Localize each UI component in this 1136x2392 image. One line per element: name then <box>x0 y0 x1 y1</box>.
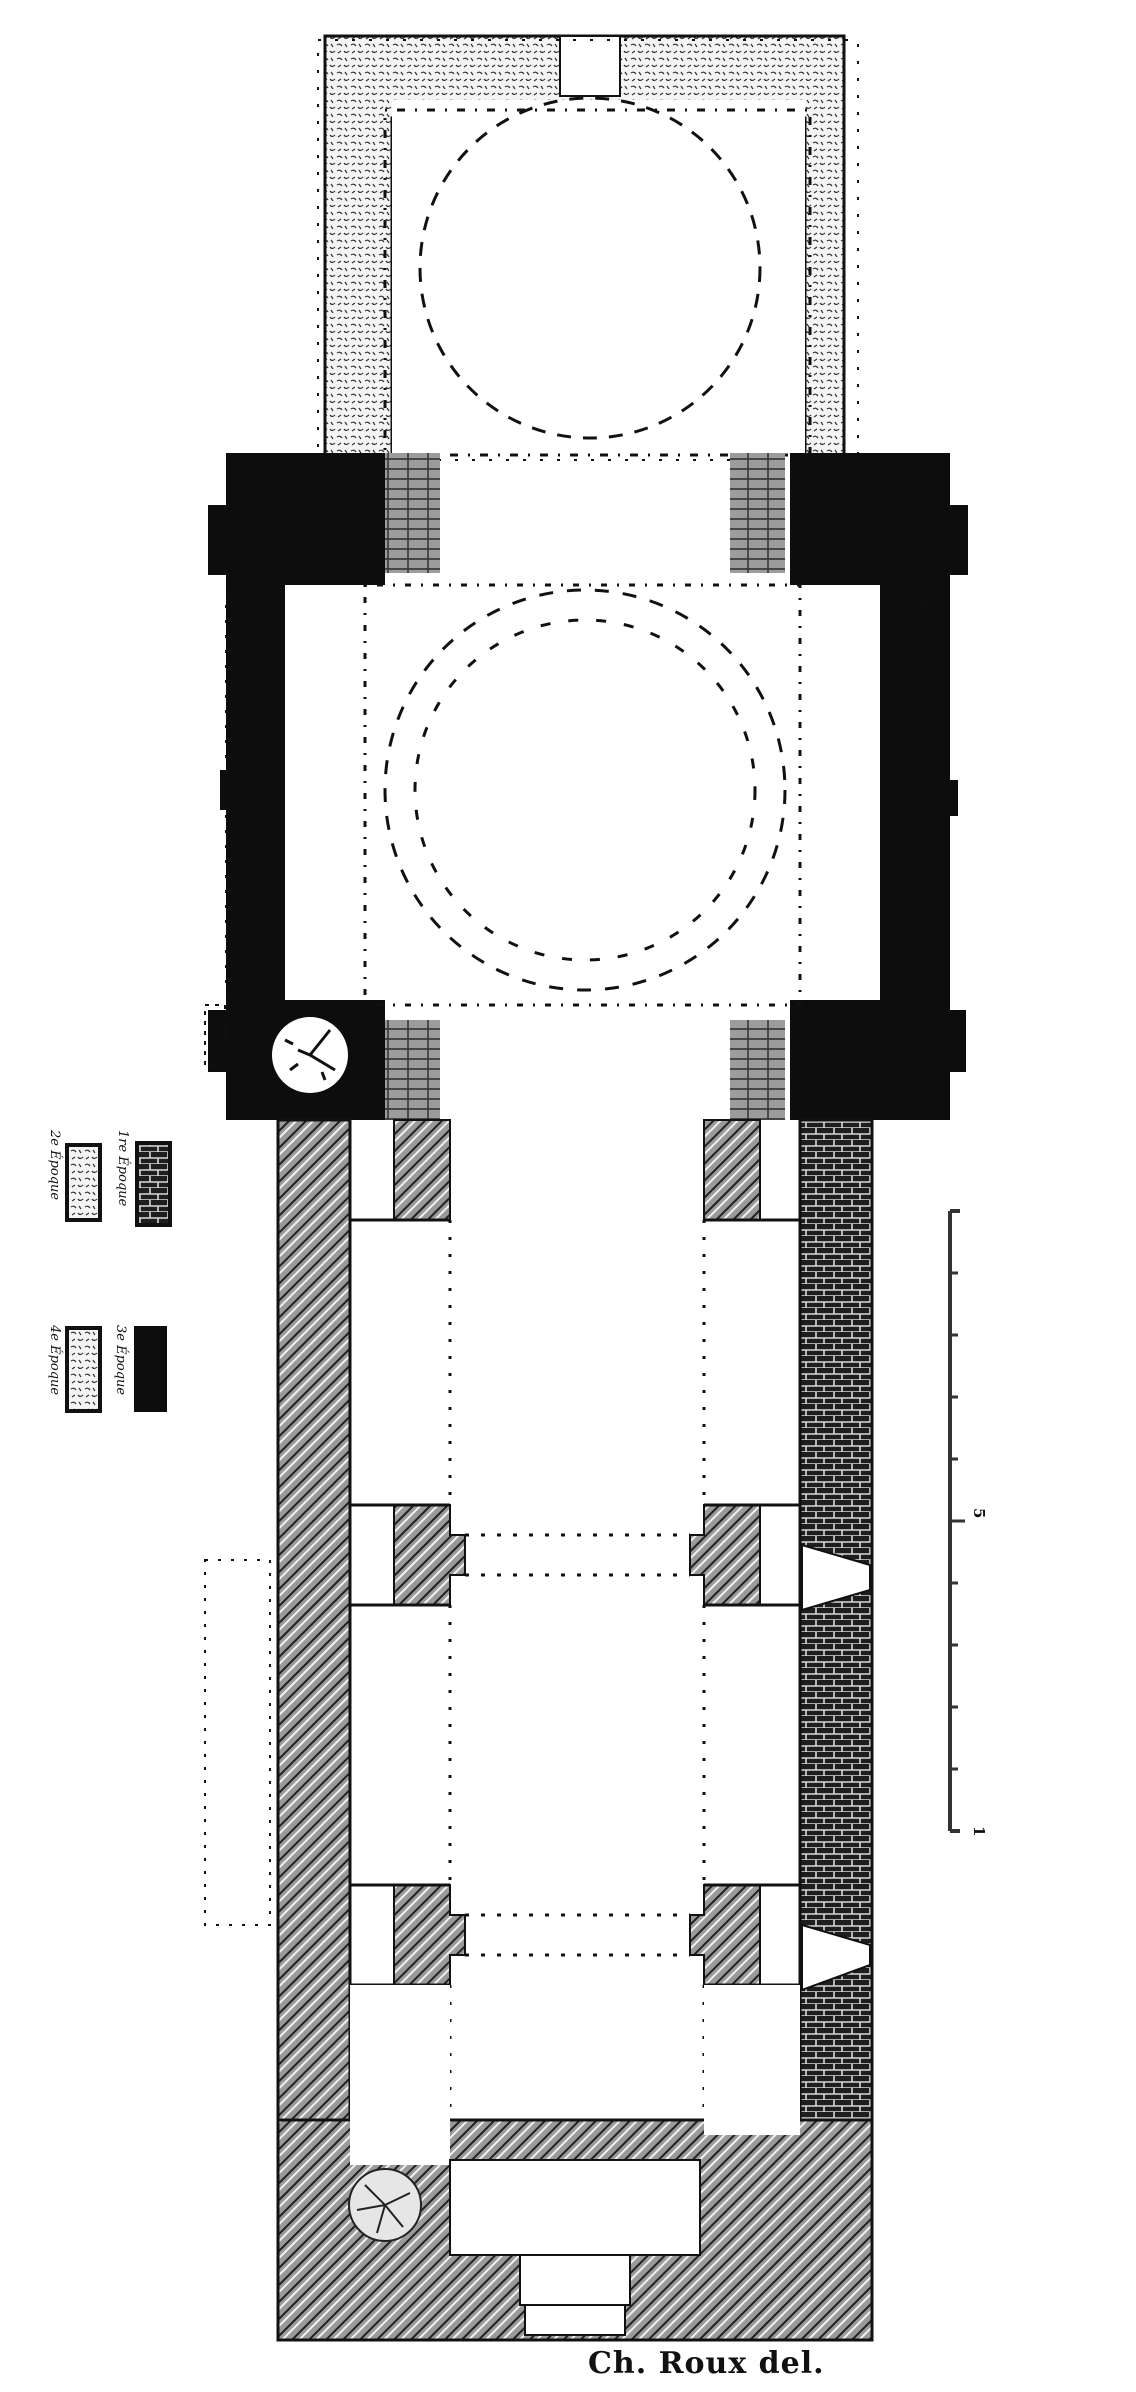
legend-label-1: 1re Époque <box>115 1130 130 1207</box>
legend-swatch-stipple-1 <box>65 1143 102 1222</box>
draftsman-credit: Ch. Roux del. <box>588 2346 825 2381</box>
spiral-staircase-south <box>348 2168 422 2242</box>
legend-label-3: 3e Époque <box>113 1325 128 1396</box>
legend <box>65 1141 172 1413</box>
legend-label-4: 4e Époque <box>47 1325 62 1396</box>
legend-swatch-black <box>134 1326 167 1412</box>
legend-swatch-brick <box>135 1141 172 1227</box>
scale-label-mid: 5 <box>970 1508 988 1519</box>
legend-label-2: 2e Époque <box>47 1130 62 1201</box>
nave <box>204 1118 874 2342</box>
spiral-staircase-north <box>204 1004 348 1093</box>
north-chamber <box>317 34 859 461</box>
legend-swatch-stipple-2 <box>65 1326 102 1413</box>
crossing-tower <box>208 453 968 1120</box>
scale-label-end: 1 <box>970 1826 988 1837</box>
scale-bar <box>948 1209 965 1833</box>
